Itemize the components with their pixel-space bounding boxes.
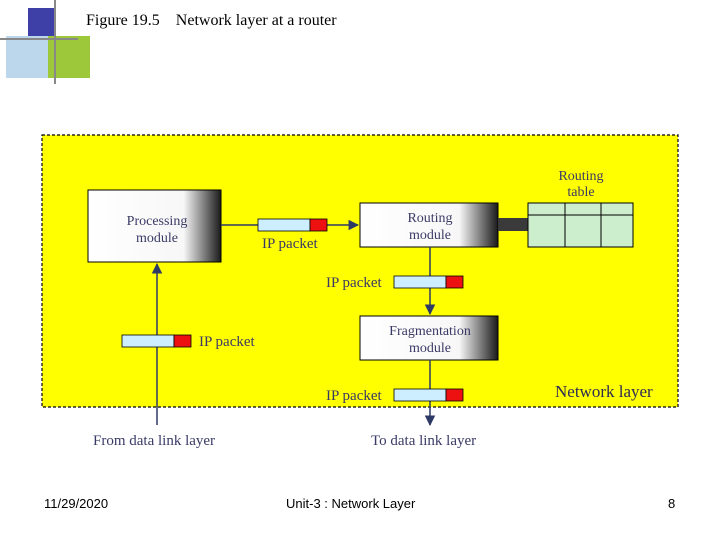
from-data-link-label: From data link layer bbox=[93, 433, 215, 449]
network-layer-region bbox=[41, 134, 679, 408]
fragmentation-module: Fragmentation module bbox=[359, 315, 499, 361]
page-number: 8 bbox=[668, 496, 676, 511]
to-data-link-label: To data link layer bbox=[371, 433, 476, 449]
ip-packet-bottom bbox=[393, 388, 464, 402]
routing-table: Routing table bbox=[527, 169, 634, 248]
processing-module: Processing module bbox=[87, 189, 222, 263]
ip-packet-middle bbox=[393, 275, 464, 289]
fragmentation-module-line2: module bbox=[409, 341, 451, 356]
figure-caption: Network layer at a router bbox=[175, 12, 337, 29]
ip-packet-top-label: IP packet bbox=[262, 236, 319, 252]
ip-packet-bottom-label: IP packet bbox=[326, 388, 383, 404]
corner-decoration bbox=[0, 0, 90, 84]
routing-module-line1: Routing bbox=[407, 211, 452, 226]
ip-packet-left-label: IP packet bbox=[199, 334, 256, 350]
figure-title: Figure 19.5 Network layer at a router bbox=[86, 12, 337, 30]
routing-table-connector bbox=[498, 218, 528, 231]
figure-number: Figure 19.5 bbox=[86, 12, 160, 29]
routing-table-line2: table bbox=[567, 185, 594, 200]
routing-module-line2: module bbox=[409, 228, 451, 243]
routing-module: Routing module bbox=[359, 202, 499, 248]
fragmentation-module-line1: Fragmentation bbox=[389, 324, 471, 339]
footer-title: Unit-3 : Network Layer bbox=[286, 496, 416, 511]
processing-module-line2: module bbox=[136, 231, 178, 246]
ip-packet-top bbox=[257, 218, 328, 232]
network-layer-label: Network layer bbox=[555, 382, 653, 401]
ip-packet-middle-label: IP packet bbox=[326, 275, 383, 291]
routing-table-line1: Routing bbox=[558, 169, 603, 184]
footer-date: 11/29/2020 bbox=[44, 496, 109, 511]
ip-packet-left bbox=[121, 334, 192, 348]
processing-module-line1: Processing bbox=[127, 214, 188, 229]
